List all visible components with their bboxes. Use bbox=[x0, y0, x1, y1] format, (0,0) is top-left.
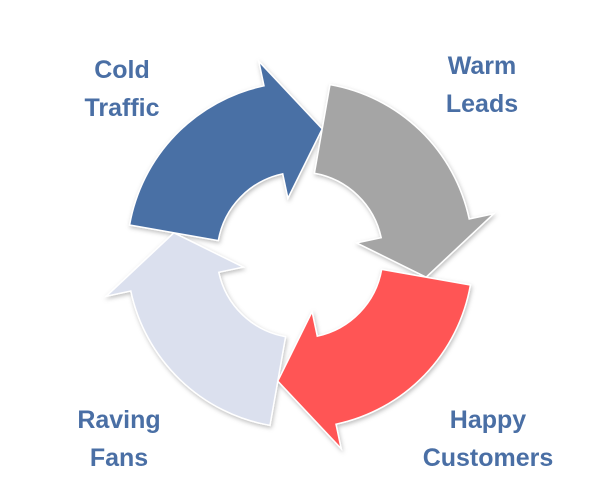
stage-label-line: Warm bbox=[447, 52, 517, 80]
stage-label-line: Cold bbox=[94, 56, 150, 84]
arrow-cold-traffic bbox=[128, 58, 324, 242]
arrow-happy-customers bbox=[276, 268, 472, 452]
stage-label-line: Happy bbox=[449, 406, 527, 434]
stage-label-line: Leads bbox=[445, 90, 519, 118]
stage-label-line: Fans bbox=[89, 444, 149, 472]
arrow-warm-leads bbox=[313, 83, 497, 279]
stage-label-warm-leads: Warm Leads bbox=[423, 47, 541, 123]
stage-label-raving-fans: Raving Fans bbox=[60, 401, 178, 477]
stage-label-line: Customers bbox=[422, 444, 554, 472]
stage-label-cold-traffic: Cold Traffic bbox=[72, 51, 172, 127]
stage-label-happy-customers: Happy Customers bbox=[404, 401, 572, 477]
arrow-raving-fans bbox=[103, 231, 287, 427]
stage-label-line: Traffic bbox=[84, 94, 160, 122]
stage-label-line: Raving bbox=[77, 406, 161, 434]
